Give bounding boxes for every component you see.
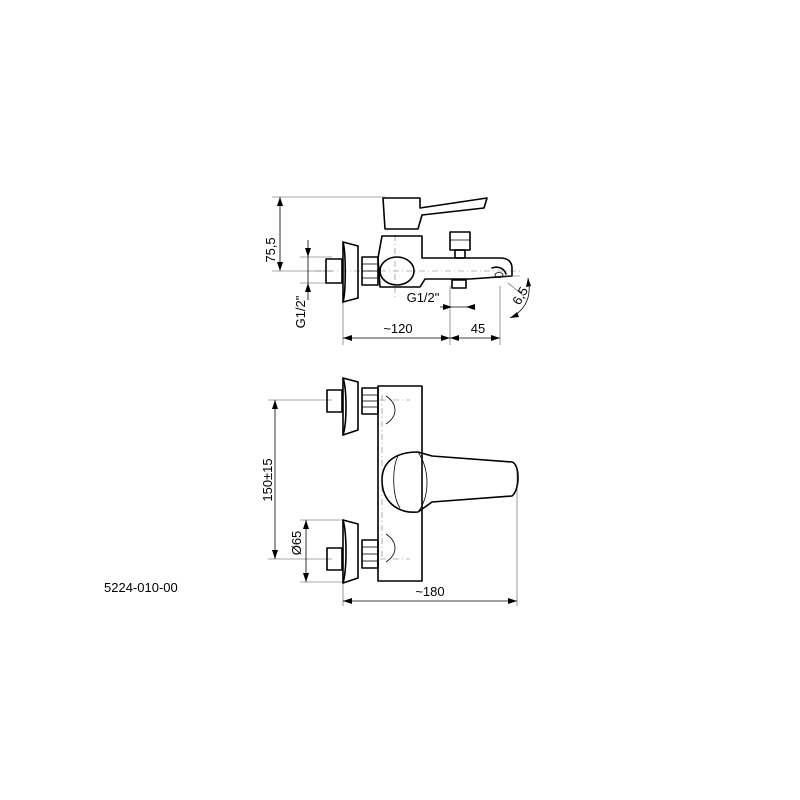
dim-height-label: 75,5: [263, 237, 278, 262]
product-code-label: 5224-010-00: [104, 580, 178, 595]
side-view: 75,5 G1/2" G1/2" ~120 45 6,5: [263, 196, 531, 345]
dim-thread-left-label: G1/2": [293, 295, 308, 328]
dim-width-label: ~180: [415, 584, 444, 599]
dim-spacing-label: 150±15: [260, 458, 275, 501]
dim-offset-label: 45: [471, 321, 485, 336]
dim-thread-bottom-label: G1/2": [407, 290, 440, 305]
dim-length-label: ~120: [383, 321, 412, 336]
dim-diameter-label: Ø65: [289, 531, 304, 556]
dim-angle-label: 6,5: [509, 284, 531, 307]
front-view: 150±15 Ø65 ~180: [260, 377, 519, 606]
